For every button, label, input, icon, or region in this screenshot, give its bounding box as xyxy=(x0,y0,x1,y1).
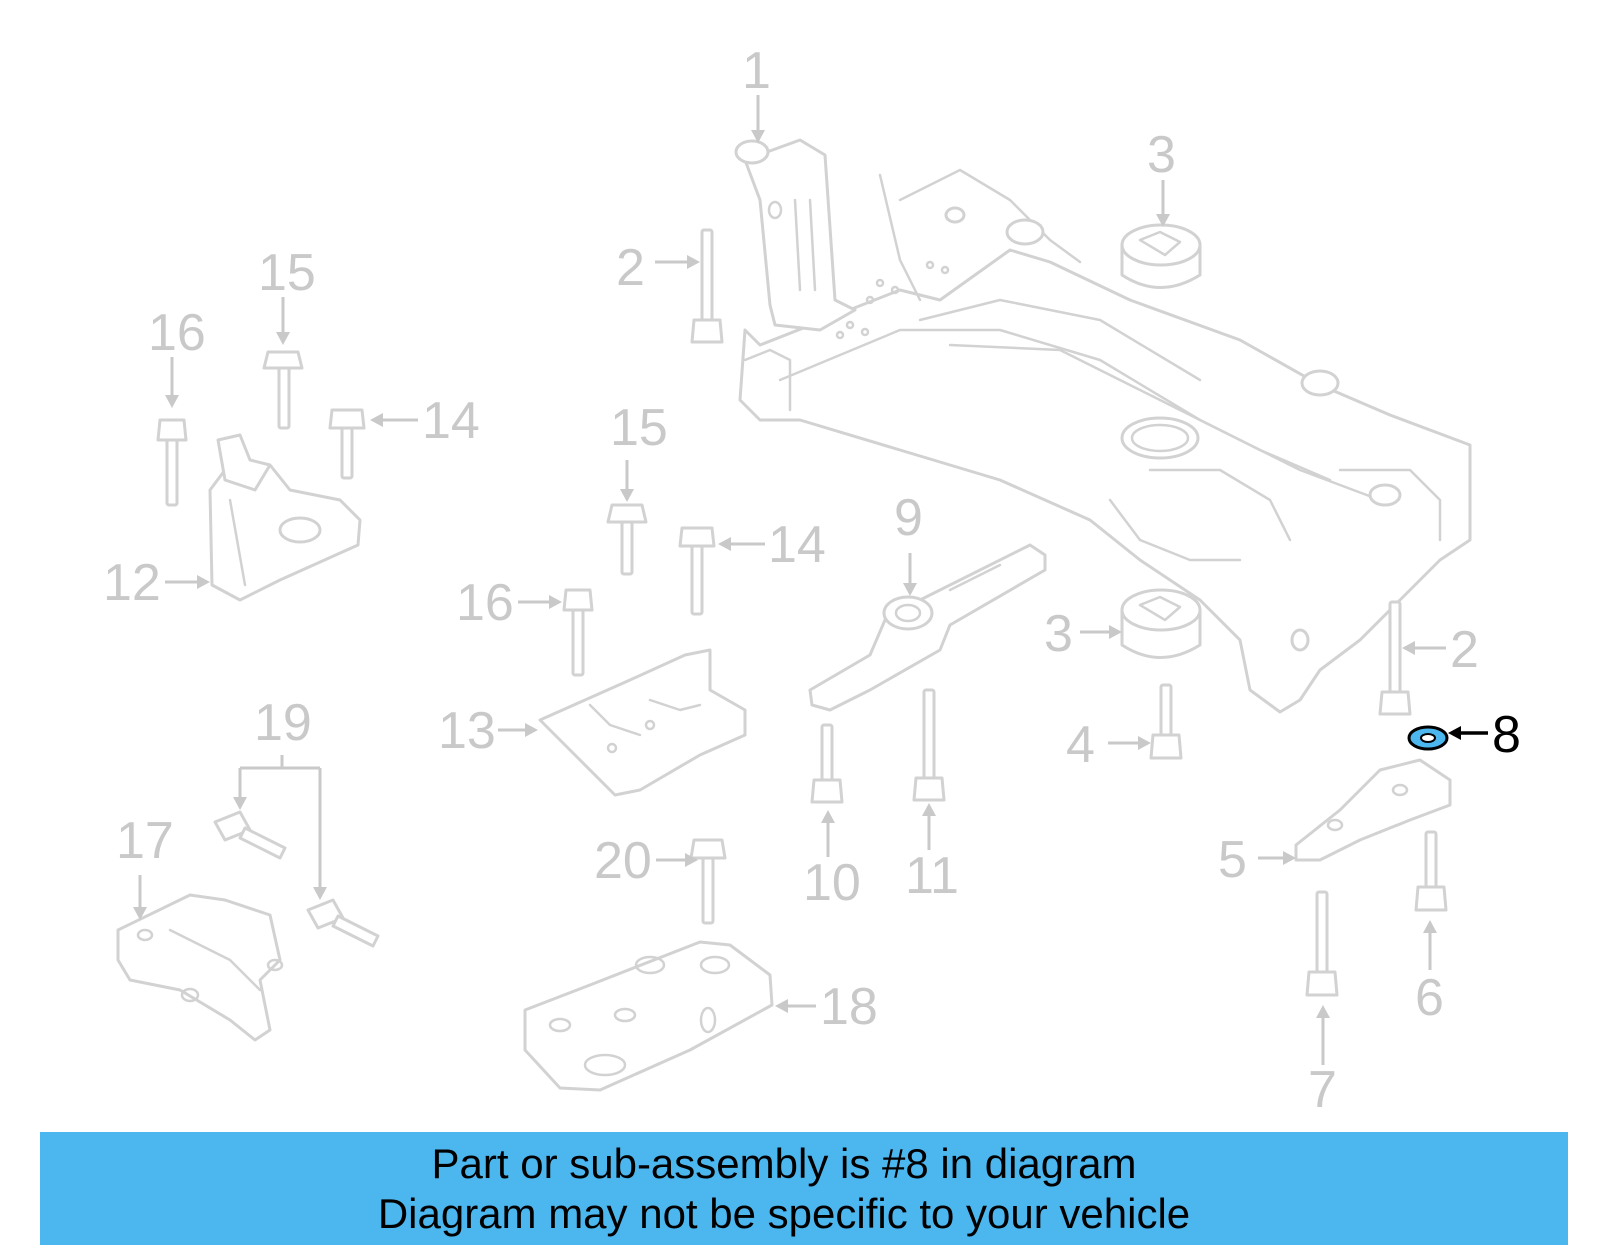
callout-16-mid: 16 xyxy=(456,574,514,632)
callout-1: 1 xyxy=(742,42,771,100)
rear-bracket-drawing xyxy=(1294,758,1452,862)
transmission-bracket-drawing xyxy=(538,648,747,797)
callout-arrows xyxy=(133,95,1488,1065)
mount-bushing-lower-drawing xyxy=(1120,588,1202,659)
callout-3-lower: 3 xyxy=(1044,605,1073,663)
callout-16-left: 16 xyxy=(148,304,206,362)
callout-6: 6 xyxy=(1415,969,1444,1027)
callout-labels: 1 2 3 15 16 14 12 15 14 16 13 9 3 2 8 4 … xyxy=(103,42,1521,1119)
callout-15-mid: 15 xyxy=(610,399,668,457)
callout-12: 12 xyxy=(103,554,161,612)
engine-mount-drawing xyxy=(208,433,362,602)
callout-8-highlighted: 8 xyxy=(1492,706,1521,764)
banner-line-disclaimer: Diagram may not be specific to your vehi… xyxy=(377,1189,1191,1237)
callout-15-left: 15 xyxy=(258,244,316,302)
washer-part-8-highlighted xyxy=(1407,725,1449,751)
callout-13: 13 xyxy=(438,702,496,760)
callout-14-mid: 14 xyxy=(768,516,826,574)
subframe-drawing xyxy=(734,138,1472,714)
torque-arm-drawing xyxy=(808,543,1047,712)
info-banner: Part or sub-assembly is #8 in diagram Di… xyxy=(40,1132,1568,1245)
callout-18: 18 xyxy=(820,978,878,1036)
callout-9: 9 xyxy=(894,489,923,547)
rear-mount-drawing xyxy=(116,893,284,1042)
callout-3-top: 3 xyxy=(1147,126,1176,184)
bolts-drawing xyxy=(156,228,1448,997)
banner-line-part-number: Part or sub-assembly is #8 in diagram xyxy=(431,1139,1137,1187)
callout-2-right: 2 xyxy=(1450,621,1479,679)
mount-bushing-upper-drawing xyxy=(1120,223,1202,289)
callout-4: 4 xyxy=(1066,716,1095,774)
callout-14-left: 14 xyxy=(422,392,480,450)
callout-19: 19 xyxy=(254,694,312,752)
callout-20: 20 xyxy=(594,832,652,890)
callout-7: 7 xyxy=(1308,1061,1337,1119)
callout-5: 5 xyxy=(1218,831,1247,889)
transmission-mount-drawing xyxy=(523,940,774,1092)
callout-10: 10 xyxy=(803,854,861,912)
callout-2-left: 2 xyxy=(616,239,645,297)
callout-11: 11 xyxy=(905,847,959,905)
callout-17: 17 xyxy=(116,812,174,870)
